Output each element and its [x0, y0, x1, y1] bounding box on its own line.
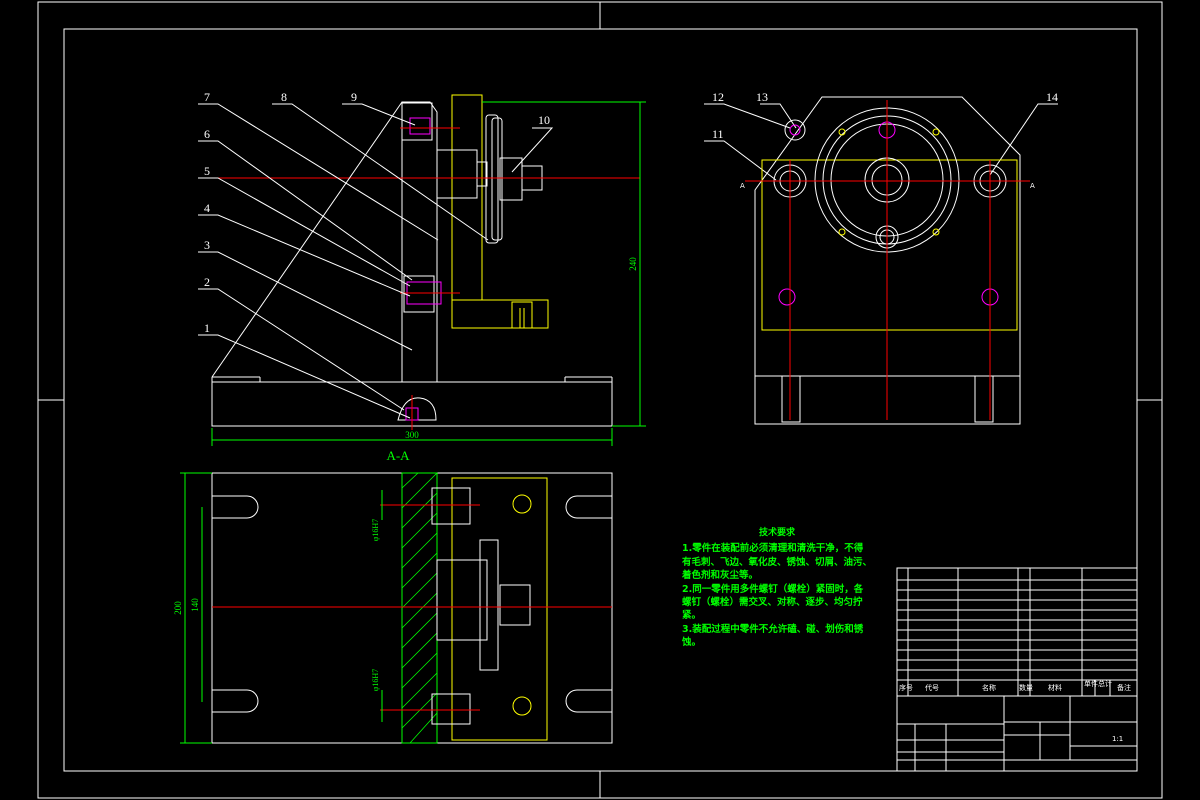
parts-list: [896, 567, 1138, 697]
balloon-12: 12: [712, 90, 724, 104]
dim-top-inner: 140: [190, 598, 200, 612]
balloon-8: 8: [281, 90, 287, 104]
leader-lines: [198, 101, 1058, 419]
balloon-2: 2: [204, 275, 210, 289]
top-view: [180, 472, 613, 744]
header-seq: 序号: [899, 683, 913, 692]
balloon-13: 13: [756, 90, 768, 104]
technical-note-2: 2.同一零件用多件螺钉（螺栓）紧固时，各螺钉（螺栓）需交叉、对称、逐步、均匀拧紧…: [682, 583, 864, 622]
header-unit: 单件: [1084, 679, 1098, 688]
header-material: 材料: [1048, 683, 1062, 692]
dim-front-height: 240: [628, 257, 638, 271]
title-scale: 1:1: [1112, 735, 1123, 743]
section-label: A-A: [386, 448, 410, 463]
balloon-10: 10: [538, 113, 550, 127]
balloon-numbers: 7 8 9 10 6 5 4 3 2 1 12 13 11 14: [204, 90, 1058, 335]
dim-top-height: 200: [173, 601, 183, 615]
balloon-3: 3: [204, 238, 210, 252]
balloon-6: 6: [204, 127, 210, 141]
dim-front-width: 300: [405, 430, 419, 440]
section-marker-left: A: [740, 182, 745, 190]
balloon-14: 14: [1046, 90, 1058, 104]
technical-notes-title: 技术要求: [758, 528, 795, 538]
balloon-1: 1: [204, 321, 210, 335]
dim-hole-lower: φ16H7: [371, 669, 380, 691]
balloon-9: 9: [351, 90, 357, 104]
technical-notes: 技术要求 1.零件在装配前必须清理和清洗干净，不得有毛刺、飞边、氧化皮、锈蚀、切…: [682, 527, 872, 650]
technical-note-1: 1.零件在装配前必须清理和清洗干净，不得有毛刺、飞边、氧化皮、锈蚀、切屑、油污、…: [682, 543, 873, 582]
technical-note-3: 3.装配过程中零件不允许磕、碰、划伤和锈蚀。: [682, 623, 864, 649]
balloon-5: 5: [204, 164, 210, 178]
front-view: [211, 94, 646, 446]
parts-header: 序号 代号 名称 数量 材料 单件 总计 备注: [899, 679, 1131, 692]
drawing-frame: [37, 1, 1163, 799]
section-marker-right: A: [1030, 182, 1035, 190]
header-qty: 数量: [1019, 683, 1033, 692]
dim-hole-upper: φ16H7: [371, 519, 380, 541]
header-total: 总计: [1098, 679, 1112, 688]
side-view: [745, 96, 1030, 425]
title-block: [896, 695, 1138, 772]
balloon-7: 7: [204, 90, 210, 104]
balloon-4: 4: [204, 201, 210, 215]
balloon-11: 11: [712, 127, 724, 141]
header-name: 名称: [982, 683, 996, 692]
header-remark: 备注: [1117, 683, 1131, 692]
header-code: 代号: [925, 683, 939, 692]
